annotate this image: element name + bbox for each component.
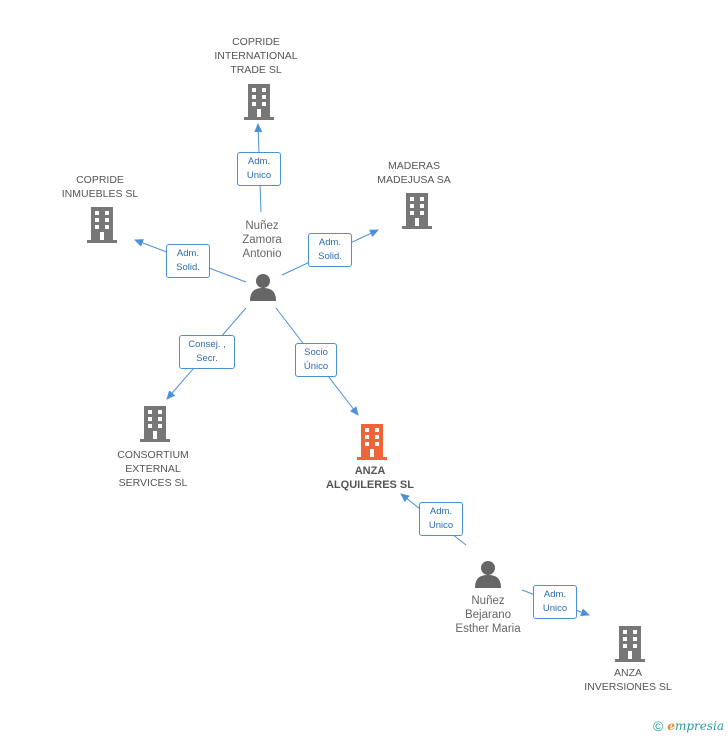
company-label-consortium-external[interactable]: CONSORTIUM EXTERNAL SERVICES SL	[117, 449, 189, 489]
person-label-nunez-zamora[interactable]: Nuñez Zamora Antonio	[242, 220, 282, 260]
building-icon[interactable]	[244, 84, 274, 120]
company-label-anza-alquileres[interactable]: ANZA ALQUILERES SL	[325, 465, 414, 491]
building-icon[interactable]	[357, 424, 387, 460]
building-icon[interactable]	[87, 207, 117, 243]
relation-socio-unico[interactable]: Socio Único	[295, 343, 337, 377]
relation-adm-unico-anza-inv[interactable]: Adm. Unico	[533, 585, 577, 619]
footer-brand[interactable]: © empresia	[653, 718, 724, 734]
relation-adm-solid-copride-inm[interactable]: Adm. Solid.	[166, 244, 210, 278]
person-label-nunez-bejarano[interactable]: Nuñez Bejarano Esther Maria	[455, 595, 521, 635]
relation-consej-secr[interactable]: Consej. , Secr.	[179, 335, 235, 369]
person-icon[interactable]	[249, 273, 277, 301]
company-label-anza-inversiones[interactable]: ANZA INVERSIONES SL	[584, 667, 672, 693]
company-label-copride-international[interactable]: COPRIDE INTERNATIONAL TRADE SL	[214, 36, 298, 76]
copyright-icon: ©	[652, 718, 664, 734]
relation-adm-unico-copride-intl[interactable]: Adm. Unico	[237, 152, 281, 186]
building-icon[interactable]	[140, 406, 170, 442]
company-label-maderas-madejusa[interactable]: MADERAS MADEJUSA SA	[377, 160, 451, 186]
person-icon[interactable]	[474, 560, 502, 588]
building-icon[interactable]	[402, 193, 432, 229]
company-label-copride-inmuebles[interactable]: COPRIDE INMUEBLES SL	[61, 174, 139, 200]
building-icon[interactable]	[615, 626, 645, 662]
brand-logo[interactable]: empresia	[667, 719, 724, 733]
relation-adm-unico-anza-alq[interactable]: Adm. Unico	[419, 502, 463, 536]
relation-adm-solid-maderas[interactable]: Adm. Solid.	[308, 233, 352, 267]
